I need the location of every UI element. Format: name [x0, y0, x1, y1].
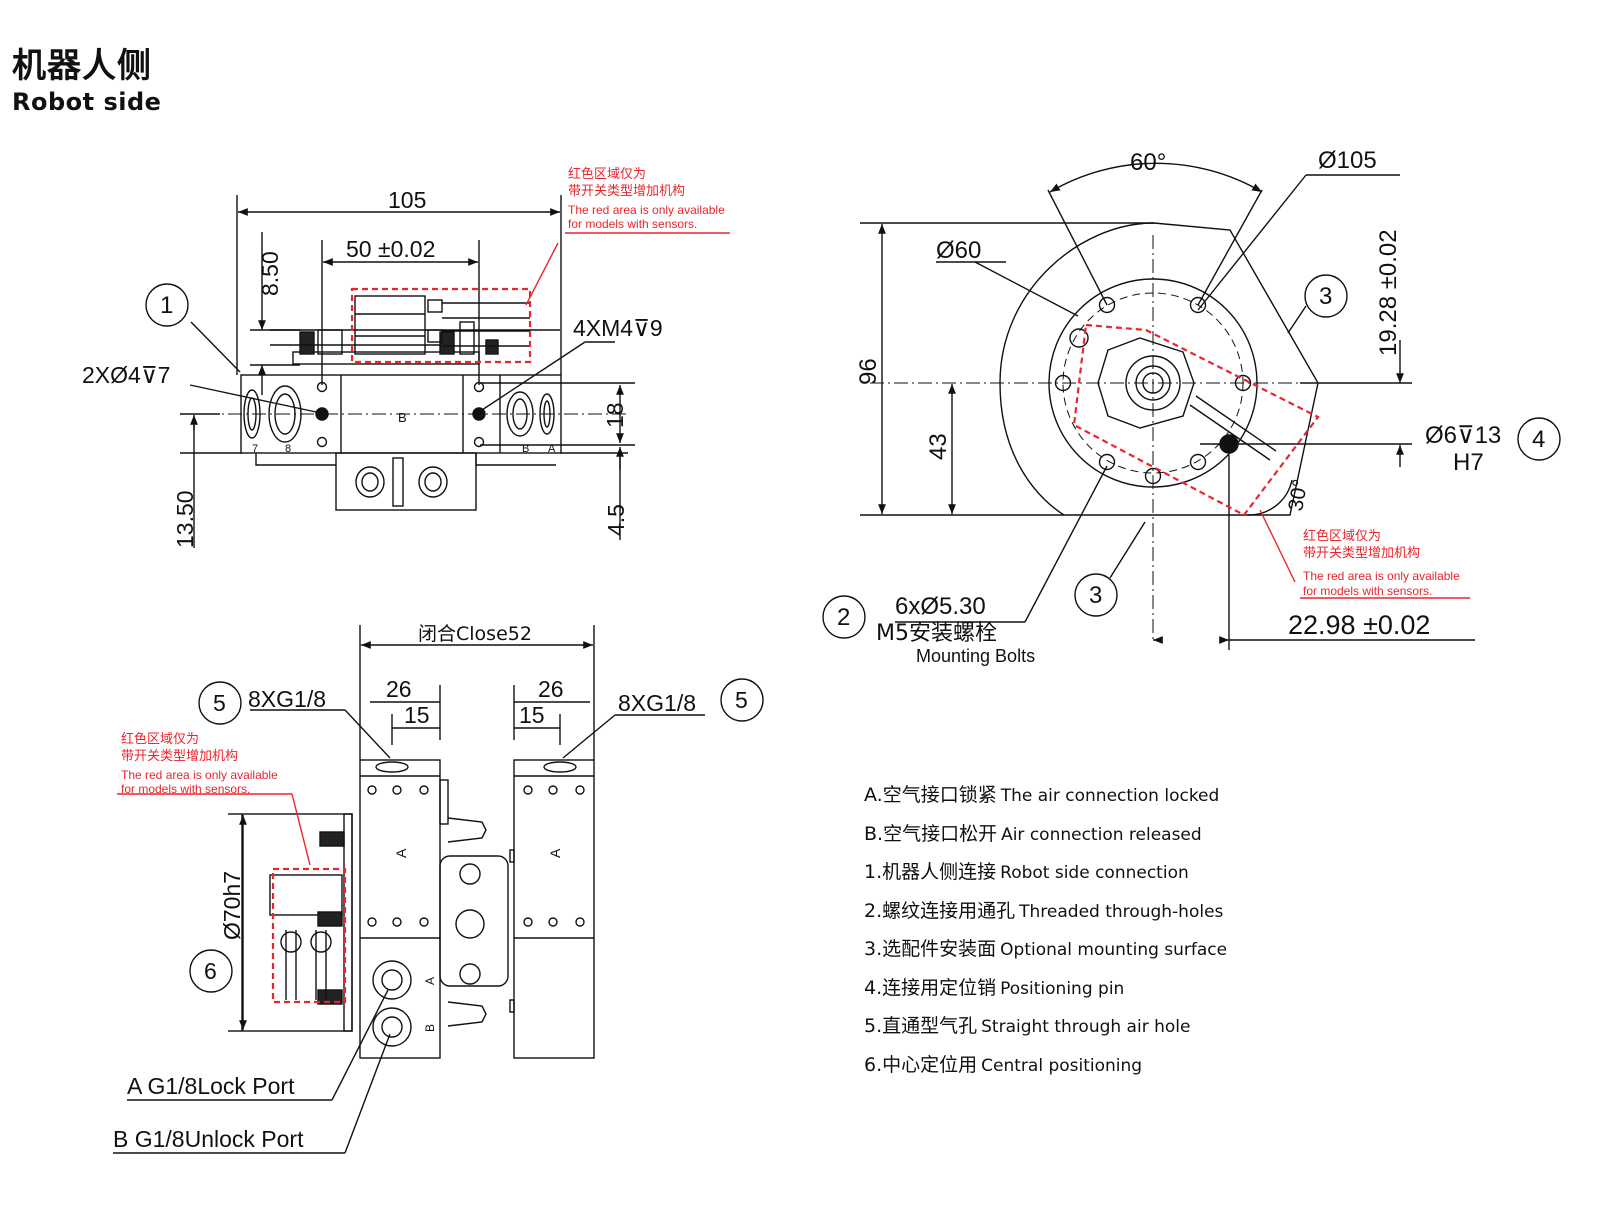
legend-item-cn: A.空气接口锁紧: [864, 784, 997, 806]
bolt-en: Mounting Bolts: [916, 646, 1035, 666]
side-view: [113, 625, 764, 1154]
port-b-label: B G1/8Unlock Port: [113, 1126, 304, 1152]
red-note-en1: The red area is only available: [568, 203, 725, 217]
dim-26-left: 26: [386, 676, 412, 702]
pin-fit: H7: [1453, 449, 1484, 476]
red-note-side-en2: for models with sensors.: [121, 782, 250, 796]
legend-item-en: Straight through air hole: [981, 1017, 1191, 1037]
page-title-en: Robot side: [12, 88, 162, 116]
red-note-top-cn1: 红色区域仅为: [1303, 528, 1381, 544]
callout-5-left: 5: [213, 690, 226, 716]
hole-right-spec: 4XM4⊽9: [573, 315, 663, 341]
port-a-label: A G1/8Lock Port: [127, 1073, 295, 1099]
legend-item-cn: B.空气接口松开: [864, 822, 998, 845]
dim-1928: 19.28 ±0.02: [1375, 229, 1402, 356]
legend-item-en: Threaded through-holes: [1019, 901, 1224, 922]
dim-45: 4.5: [603, 504, 629, 536]
dim-15-left: 15: [404, 702, 430, 728]
front-view: [145, 195, 730, 548]
mark-b: B: [398, 410, 407, 425]
legend-item-cn: 6.中心定位用: [864, 1053, 978, 1076]
callout-6: 6: [204, 958, 217, 984]
legend-item-cn: 2.螺纹连接用通孔: [864, 899, 1016, 922]
callout-5-right: 5: [735, 687, 748, 713]
dim-43: 43: [925, 433, 952, 460]
red-note-top: 红色区域仅为 带开关类型增加机构 The red area is only av…: [1303, 528, 1460, 598]
port-spec-right: 8XG1/8: [618, 690, 696, 716]
mark-b-port: B: [423, 1024, 437, 1032]
mark-7: 7: [252, 443, 258, 455]
front-view-labels: 105 50 ±0.02 8.50 18 4.5 13.50 2XØ4⊽7 4X…: [82, 187, 663, 548]
side-view-labels: 闭合Close52 26 15 26 15 8XG1/8 8XG1/8 5 5 …: [113, 623, 748, 1152]
legend-item-en: Air connection released: [1001, 824, 1202, 845]
mark-a-left: A: [393, 848, 409, 858]
dim-1350: 13.50: [172, 490, 198, 548]
mark-a-port: A: [423, 977, 437, 985]
dim-18: 18: [602, 402, 628, 428]
angle-60: 60°: [1130, 149, 1166, 176]
callout-1: 1: [160, 292, 173, 319]
red-note-top-en1: The red area is only available: [1303, 569, 1460, 583]
top-view: [822, 162, 1561, 650]
dim-96: 96: [855, 358, 882, 385]
red-note-side: 红色区域仅为 带开关类型增加机构 The red area is only av…: [121, 731, 278, 796]
mark-b-right: B: [522, 443, 529, 455]
hole-left-spec: 2XØ4⊽7: [82, 362, 170, 388]
red-note-side-en1: The red area is only available: [121, 768, 278, 782]
legend-item-cn: 3.选配件安装面: [864, 938, 997, 960]
angle-30: 30°: [1284, 478, 1312, 513]
red-note-side-cn2: 带开关类型增加机构: [121, 749, 238, 764]
red-note-cn2: 带开关类型增加机构: [568, 184, 685, 199]
bolt-spec: 6xØ5.30: [895, 593, 986, 620]
top-view-labels: 60° Ø105 Ø60 96 43 19.28 ±0.02 Ø6⊽13 H7 …: [837, 147, 1545, 666]
legend-item-en: The air connection locked: [1000, 786, 1220, 806]
dim-top-850: 8.50: [257, 251, 283, 296]
dia-60: Ø60: [936, 237, 981, 264]
dia-70h7: Ø70h7: [219, 871, 245, 940]
red-note-top-en2: for models with sensors.: [1303, 584, 1432, 598]
dim-width-105: 105: [388, 187, 426, 213]
legend-item-cn: 5.直通型气孔: [864, 1015, 978, 1037]
dim-center-50: 50 ±0.02: [346, 236, 435, 262]
mark-8: 8: [285, 443, 291, 455]
legend-item-en: Robot side connection: [1000, 863, 1189, 883]
red-note-side-cn1: 红色区域仅为: [121, 731, 199, 747]
mark-a-right: A: [547, 848, 563, 858]
bolt-cn: M5安装螺栓: [876, 621, 997, 646]
red-note-front: 红色区域仅为 带开关类型增加机构 The red area is only av…: [568, 166, 725, 231]
callout-2: 2: [837, 604, 850, 631]
dia-105: Ø105: [1318, 147, 1377, 174]
red-note-cn1: 红色区域仅为: [568, 166, 646, 182]
dim-15-right: 15: [519, 702, 545, 728]
callout-3-bottom: 3: [1089, 582, 1102, 609]
dim-2298: 22.98 ±0.02: [1288, 610, 1430, 640]
callout-3-top: 3: [1319, 283, 1332, 310]
close-dim: 闭合Close52: [418, 623, 532, 645]
legend-item-cn: 4.连接用定位销: [864, 976, 997, 999]
port-spec-left: 8XG1/8: [248, 686, 326, 712]
legend-item-en: Optional mounting surface: [1000, 940, 1228, 960]
legend-item-en: Positioning pin: [1000, 978, 1125, 999]
red-note-top-cn2: 带开关类型增加机构: [1303, 546, 1420, 561]
pin-spec: Ø6⊽13: [1425, 422, 1501, 449]
legend-item-en: Central positioning: [981, 1055, 1143, 1076]
red-note-en2: for models with sensors.: [568, 217, 697, 231]
mark-a-right: A: [548, 443, 556, 455]
page-title-cn: 机器人侧: [12, 46, 152, 86]
dim-26-right: 26: [538, 676, 564, 702]
callout-4: 4: [1532, 426, 1545, 453]
legend-item-cn: 1.机器人侧连接: [864, 861, 997, 883]
